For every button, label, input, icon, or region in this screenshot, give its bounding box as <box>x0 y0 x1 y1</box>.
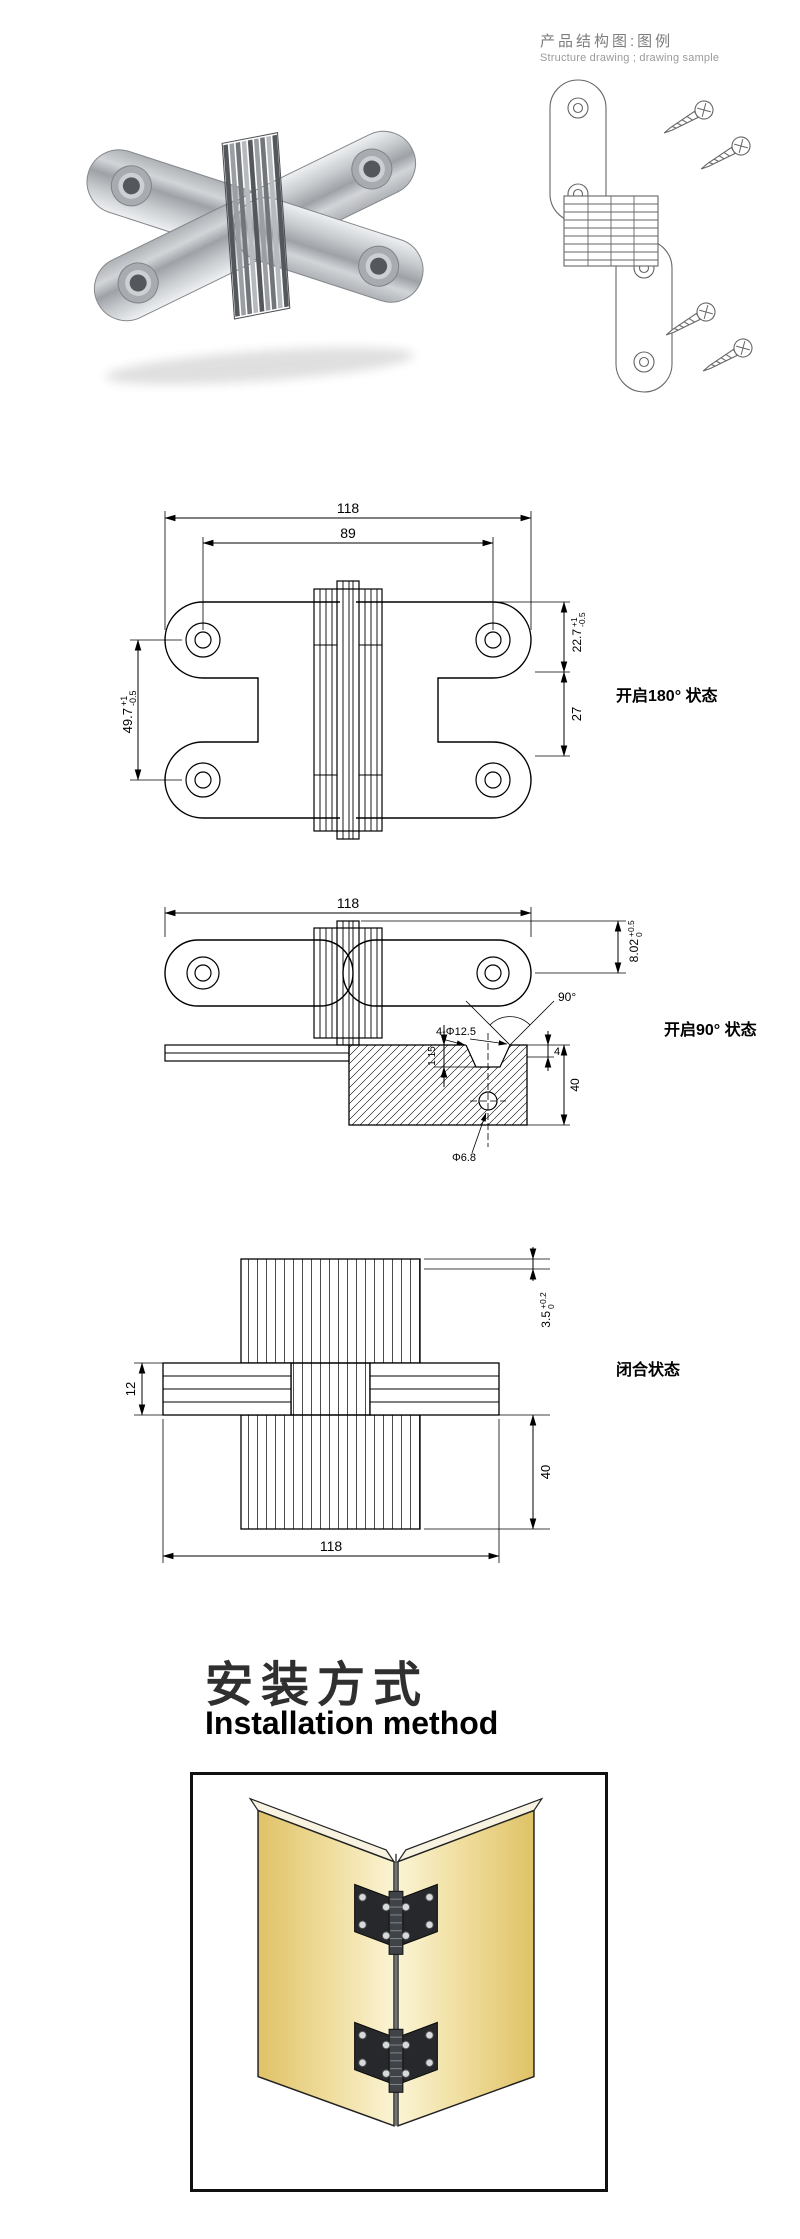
dim-27-text: 27 <box>569 707 584 721</box>
dim-3-5-text: 3.5 <box>539 1311 553 1328</box>
dim-plate-thickness: 12 <box>123 1362 163 1416</box>
dim-lip-90: 1.15 <box>427 1025 476 1087</box>
dim-total-width-180: 118 <box>164 500 532 630</box>
dim-40-90-text: 40 <box>568 1078 582 1092</box>
installation-title-cn: 安装方式 <box>205 1659 430 1712</box>
dim-edge-90: 4 <box>527 1031 560 1071</box>
dim-40-closed-text: 40 <box>538 1465 553 1479</box>
photo-shadow <box>105 347 415 385</box>
center-link-stack-90 <box>313 920 383 1046</box>
dim-4xd12-5-text: 4-Φ12.5 <box>436 1026 476 1038</box>
installed-hinge-bottom <box>354 2021 438 2093</box>
dim-d6-8-text: Φ6.8 <box>452 1152 476 1164</box>
dim-118-90-text: 118 <box>337 895 360 911</box>
dim-49-7-text: 49.7 <box>120 708 135 733</box>
dim-118-text: 118 <box>337 500 360 516</box>
structure-title-cn: 产品结构图:图例 <box>540 33 674 50</box>
left-leaf-arm <box>162 1362 292 1416</box>
angle-annotation-90: 90° <box>465 990 576 1046</box>
structure-title-en: Structure drawing ; drawing sample <box>540 51 720 64</box>
dim-depth-90: 40 <box>527 1044 582 1126</box>
structure-header: 产品结构图:图例 Structure drawing ; drawing sam… <box>540 33 719 66</box>
dim-90deg-text: 90° <box>558 990 576 1004</box>
dim-3-5-tol-lower: 0 <box>546 1304 556 1309</box>
dim-depth-closed: 40 <box>424 1414 553 1530</box>
dim-drill-holes: 4-Φ12.5 <box>436 1026 508 1046</box>
screw-icon <box>696 133 754 178</box>
installation-illustration-box <box>190 1772 608 2192</box>
center-link-stack <box>313 580 383 840</box>
dim-49-7-tol-upper: +1 <box>119 696 129 706</box>
state-label-90: 开启90° 状态 <box>664 1022 757 1039</box>
right-leaf-arm <box>369 1362 500 1416</box>
dim-total-width-closed: 118 <box>162 1419 500 1563</box>
dim-8-02-tol-lower: 0 <box>634 932 644 937</box>
dim-22-7-tol-lower: -0.5 <box>577 612 587 627</box>
dim-gap-closed: 3.5 +0.2 0 <box>424 1247 556 1328</box>
screw-icon <box>659 97 717 142</box>
drawing-open-180: 118 89 49.7 +1 -0.5 22.7 +1 -0.5 <box>119 500 587 840</box>
dim-89-text: 89 <box>340 525 356 541</box>
hinge-knuckle-stack <box>221 132 291 320</box>
dim-118-closed-text: 118 <box>320 1538 343 1554</box>
dim-hole-span-180: 89 <box>202 525 494 630</box>
dim-8-02-text: 8.02 <box>627 939 641 963</box>
dim-4-text: 4 <box>554 1046 560 1058</box>
mortise-section <box>348 1033 528 1147</box>
installation-illustration <box>248 1797 544 2127</box>
dim-22-7-text: 22.7 <box>570 629 584 653</box>
structure-drawing <box>549 79 756 393</box>
dim-hole-diameter: Φ6.8 <box>452 1112 487 1164</box>
screw-icon <box>698 335 756 380</box>
drawing-closed: 12 3.5 +0.2 0 40 118 <box>123 1247 556 1563</box>
dim-12-text: 12 <box>123 1382 138 1396</box>
dim-right-upper-180: 22.7 +1 -0.5 <box>498 601 587 673</box>
dim-total-width-90: 118 <box>164 895 532 937</box>
screw-icon <box>661 299 719 344</box>
state-label-180: 开启180° 状态 <box>616 688 718 705</box>
dim-1-15-text: 1.15 <box>427 1046 438 1066</box>
installed-hinge-top <box>354 1883 438 1955</box>
hinge-top-view-90 <box>164 920 532 1147</box>
hinge-end-view-closed <box>162 1258 500 1530</box>
dim-protrusion-90: 8.02 +0.5 0 <box>361 920 644 974</box>
dim-49-7-tol-lower: -0.5 <box>128 690 138 706</box>
structure-hinge <box>549 79 673 393</box>
structure-knuckle-lines <box>564 196 658 266</box>
installation-title-en: Installation method <box>205 1705 499 1741</box>
dim-8-02-tol-upper: +0.5 <box>626 920 636 937</box>
dim-left-height-180: 49.7 +1 -0.5 <box>119 639 182 781</box>
state-label-closed: 闭合状态 <box>616 1362 681 1379</box>
drawing-open-90: 118 8.02 +0.5 0 90° 4-Φ12.5 Φ6.8 <box>164 895 644 1164</box>
dim-right-lower-180: 27 <box>535 671 584 757</box>
dim-3-5-tol-upper: +0.2 <box>538 1292 548 1309</box>
hinge-front-view-180 <box>164 580 532 840</box>
product-photo <box>86 130 424 385</box>
dim-22-7-tol-upper: +1 <box>569 617 579 627</box>
